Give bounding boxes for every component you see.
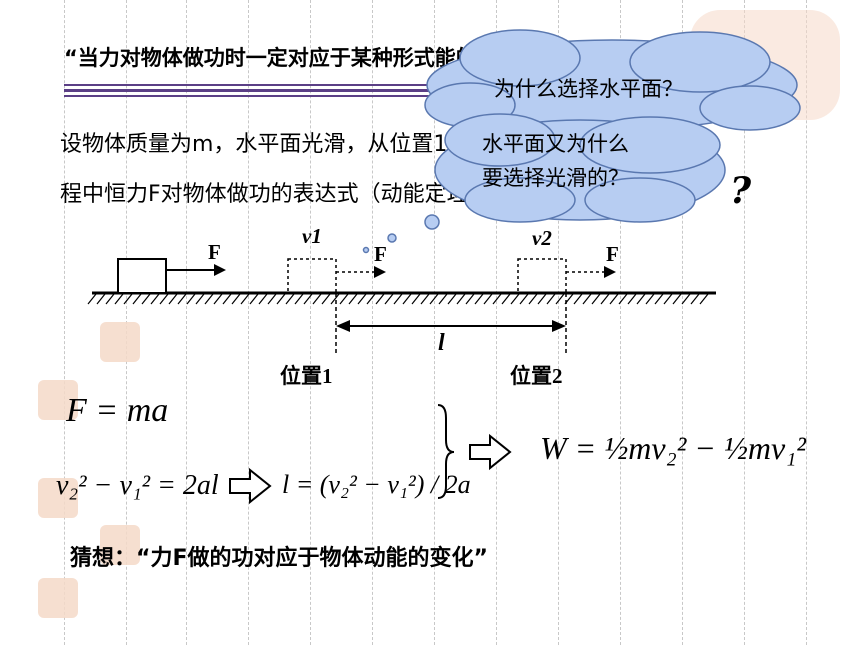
- grid-line: [186, 0, 187, 645]
- grid-line: [744, 0, 745, 645]
- title-rule: [64, 89, 464, 92]
- velocity-label-1: v1: [302, 224, 322, 248]
- grid-line: [558, 0, 559, 645]
- block-position-1: [287, 258, 337, 294]
- force-label: F: [374, 242, 387, 266]
- seal-decoration: [38, 380, 78, 420]
- grid-line: [806, 0, 807, 645]
- distance-label: l: [438, 330, 445, 356]
- seal-decoration: [100, 525, 140, 565]
- cloud-question-1: 为什么选择水平面？: [494, 77, 683, 101]
- title-rule: [64, 95, 464, 97]
- force-label: F: [208, 240, 221, 264]
- problem-line-2: 程中恒力F对物体做功的表达式（动能定理）: [60, 182, 491, 207]
- velocity-label-2: v2: [532, 226, 552, 250]
- grid-line: [682, 0, 683, 645]
- position-1-label: 位置1: [280, 364, 333, 388]
- newton-equation: F = ma: [66, 392, 169, 429]
- conclusion: 猜想：“力F做的功对应于物体动能的变化”: [70, 546, 488, 571]
- grid-line: [372, 0, 373, 645]
- grid-line: [310, 0, 311, 645]
- force-label: F: [606, 242, 619, 266]
- grid-line: [248, 0, 249, 645]
- cloud-question-2-line-2: 要选择光滑的？: [482, 166, 629, 190]
- block-position-2: [517, 258, 567, 294]
- kinematics-equation: v₂² − v₁² = 2al: [56, 470, 219, 501]
- title-rule: [64, 84, 464, 86]
- seal-decoration: [100, 322, 140, 362]
- distance-equation: l = (v₂² − v₁²) / 2a: [282, 470, 471, 499]
- block: [117, 258, 167, 294]
- grid-line: [496, 0, 497, 645]
- cloud-question-2-line-1: 水平面又为什么: [482, 132, 629, 156]
- work-equation: W = ½mv₂² − ½mv₁²: [540, 430, 806, 466]
- grid-line: [64, 0, 65, 645]
- question-mark: ?: [730, 170, 752, 212]
- grid-line: [620, 0, 621, 645]
- seal-decoration: [38, 478, 78, 518]
- grid-line: [434, 0, 435, 645]
- position-2-label: 位置2: [510, 364, 563, 388]
- seal-decoration: [38, 578, 78, 618]
